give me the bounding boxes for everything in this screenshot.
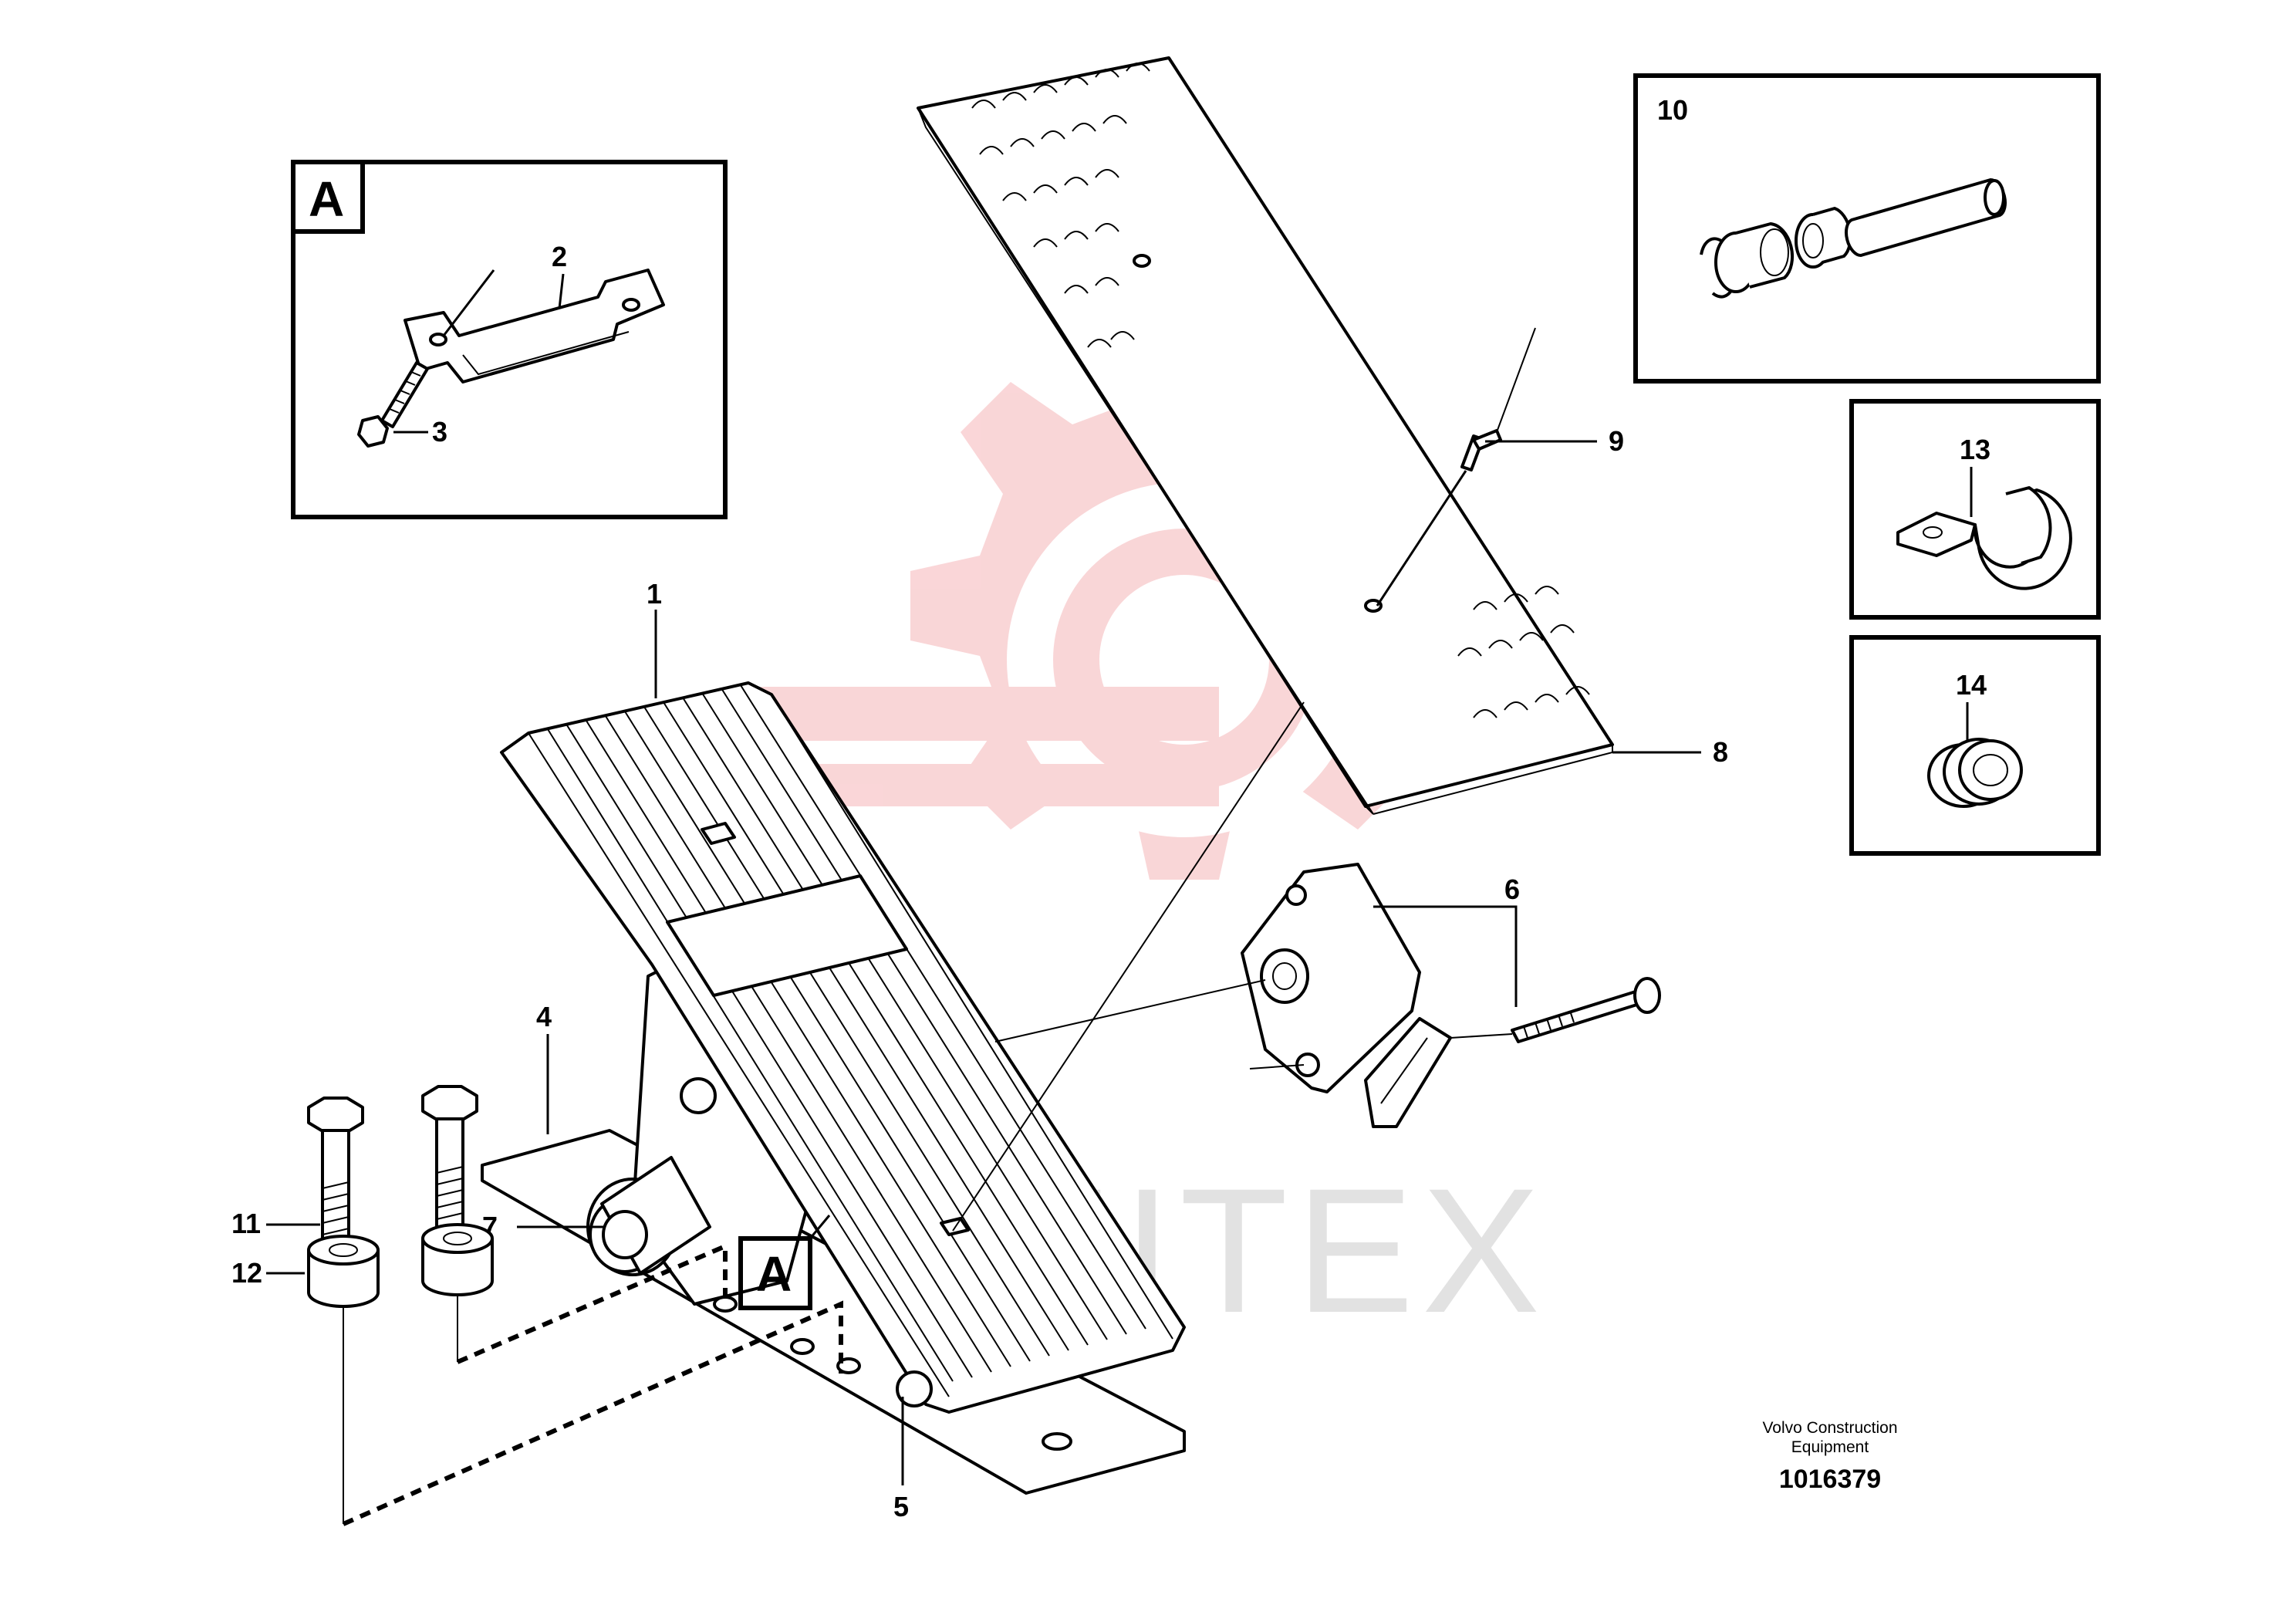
sleeve-part	[1795, 207, 1852, 269]
company-line-1: Volvo Construction	[1762, 1419, 1897, 1437]
detail-box-14: 14	[1849, 635, 2101, 856]
sensor-screw	[1511, 977, 1661, 1043]
detail-box-10: 10	[1633, 73, 2101, 384]
bolt-11b	[421, 1085, 478, 1228]
spacer-12	[307, 1235, 380, 1308]
callout-10: 10	[1657, 94, 1688, 126]
spacer-12b	[421, 1223, 494, 1296]
rivet-part	[1460, 327, 1536, 471]
position-sensor	[1241, 863, 1452, 1128]
detail-box-a-letter: A	[309, 171, 344, 227]
callout-13: 13	[1960, 434, 1990, 465]
callout-14: 14	[1956, 669, 1987, 701]
tread-pattern	[971, 63, 1590, 718]
view-marker-a-letter: A	[756, 1246, 792, 1302]
callout-9: 9	[1609, 425, 1624, 457]
grommet-part	[1927, 738, 2023, 808]
callout-3: 3	[432, 416, 447, 448]
accelerator-pedal	[500, 681, 1186, 1414]
bolt-11	[307, 1097, 364, 1244]
company-line-2: Equipment	[1791, 1438, 1869, 1456]
pin-part	[1844, 177, 2007, 258]
bushing-part	[1714, 222, 1795, 293]
bolt-part	[357, 361, 429, 448]
view-marker-a: A	[738, 1215, 831, 1310]
pedal-cover-plate	[917, 56, 1614, 815]
callout-6: 6	[1504, 874, 1520, 905]
pivot-housing	[586, 951, 812, 1306]
detail-box-13: 13	[1849, 399, 2101, 620]
clamp-part	[1896, 486, 2072, 590]
callout-5: 5	[893, 1491, 909, 1522]
callout-8: 8	[1713, 736, 1728, 768]
callout-12: 12	[231, 1257, 262, 1289]
callout-4: 4	[536, 1001, 552, 1032]
callout-1: 1	[647, 578, 662, 610]
drawing-number: 1016379	[1779, 1465, 1881, 1494]
detail-box-a: A 2 3	[291, 160, 728, 519]
pedal-ribs	[547, 684, 1146, 1382]
drawing-footer: Volvo Construction Equipment 1016379	[1762, 1419, 1897, 1494]
bracket-part	[403, 269, 665, 384]
callout-2: 2	[552, 241, 567, 272]
callout-11: 11	[231, 1208, 261, 1239]
